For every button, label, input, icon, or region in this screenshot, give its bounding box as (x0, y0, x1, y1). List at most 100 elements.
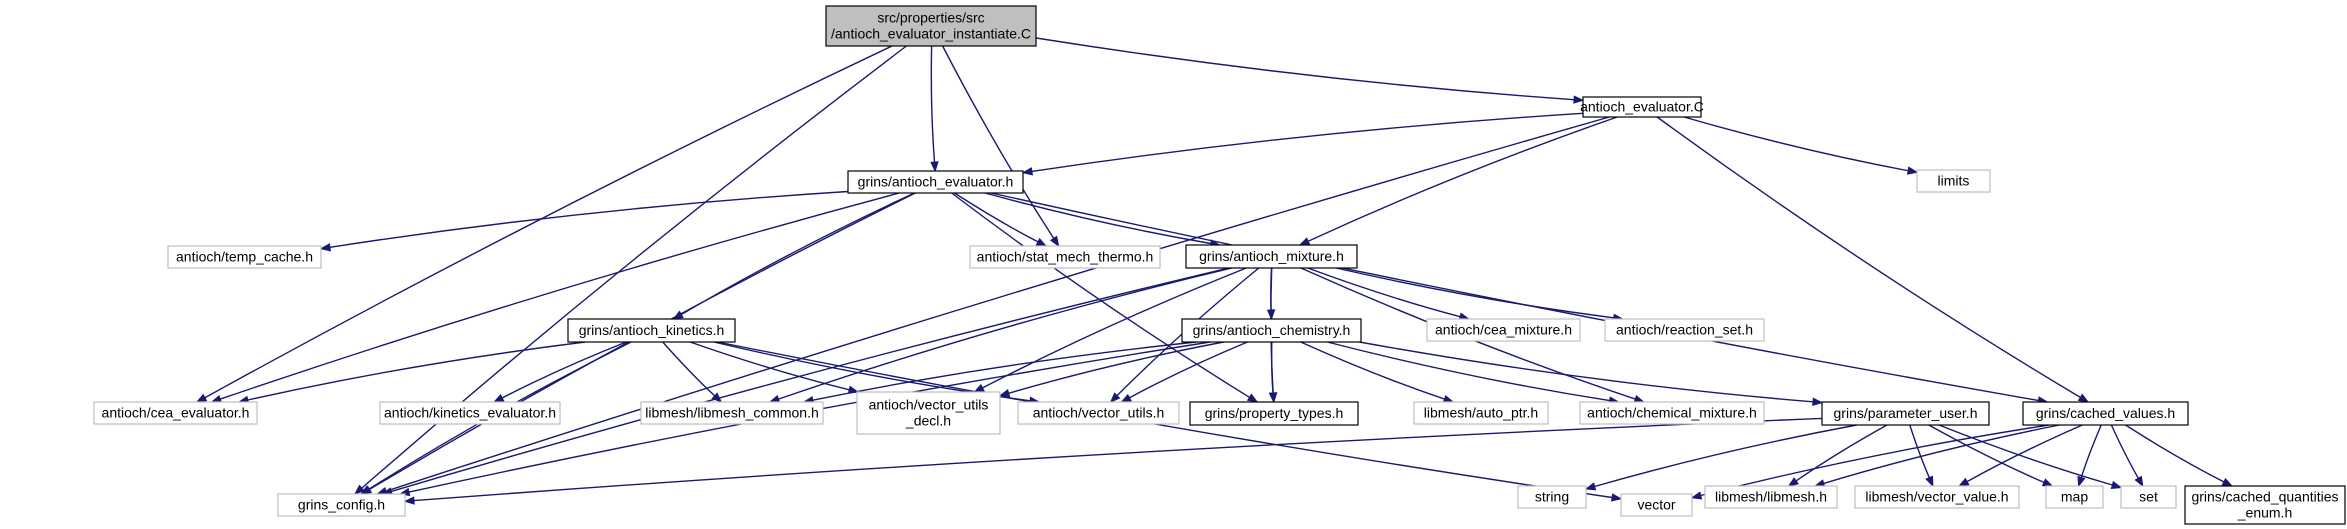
arrowhead-root-to-antioch_cea_evaluator_h (195, 393, 208, 403)
edge-grins_antioch_evaluator_h-to-grins_cached_values_h (990, 192, 2039, 402)
node-antioch_vector_utils_h: antioch/vector_utils.h (1017, 401, 1180, 425)
node-label-map-0: map (2061, 489, 2088, 505)
edge-grins_antioch_kinetics_h-to-libmesh_libmesh_common_h (662, 341, 716, 397)
arrowhead-grins_antioch_mixture_h-to-antioch_vector_utils_h (1109, 392, 1121, 403)
edge-grins_cached_values_h-to-map (2080, 424, 2102, 478)
edge-grins_cached_values_h-to-libmesh_vector_value_h (1966, 424, 2083, 483)
node-grins_config_h: grins_config.h (277, 493, 406, 517)
node-grins_cached_quantities_enum_h[interactable]: grins/cached_quantities_enum.h (2184, 485, 2346, 525)
edge-grins_parameter_user_h-to-set (1938, 424, 2113, 486)
arrowhead-grins_antioch_chemistry_h-to-grins_parameter_user_h (1812, 397, 1824, 406)
node-label-antioch_reaction_set_h-0: antioch/reaction_set.h (1616, 322, 1753, 338)
arrowhead-grins_parameter_user_h-to-map (2041, 478, 2054, 487)
node-antioch_cea_mixture_h: antioch/cea_mixture.h (1426, 318, 1581, 342)
arrowhead-grins_antioch_chemistry_h-to-antioch_vector_utils_h (1120, 393, 1132, 403)
node-box-libmesh_libmesh_common_h (640, 401, 824, 425)
edge-root-to-antioch_evaluator_C (1035, 37, 1575, 101)
node-antioch_cea_evaluator_h: antioch/cea_evaluator.h (93, 401, 258, 425)
arrowhead-root-to-antioch_stat_mech_thermo_h (1049, 235, 1060, 248)
node-label-antioch_vector_utils_decl_h-0: antioch/vector_utils (869, 397, 989, 413)
node-box-antioch_temp_cache_h (167, 245, 322, 269)
edge-grins_antioch_mixture_h-to-antioch_reaction_set_h (1335, 267, 1614, 319)
edge-grins_antioch_kinetics_h-to-antioch_cea_evaluator_h (247, 341, 586, 401)
node-label-grins_config_h-0: grins_config.h (298, 497, 385, 513)
edge-grins_antioch_chemistry_h-to-antioch_vector_utils_decl_h (1008, 341, 1224, 394)
arrowhead-grins_cached_values_h-to-set (2134, 475, 2144, 488)
node-box-grins_property_types_h (1189, 401, 1359, 426)
edge-grins_cached_values_h-to-libmesh_libmesh_h (1823, 424, 2060, 485)
node-antioch_stat_mech_thermo_h: antioch/stat_mech_thermo.h (969, 245, 1161, 269)
arrowhead-antioch_evaluator_C-to-limits (1906, 166, 1919, 175)
edge-grins_antioch_chemistry_h-to-libmesh_auto_ptr_h (1300, 341, 1445, 400)
node-box-grins_antioch_evaluator_h (847, 170, 1024, 194)
node-box-grins_cached_values_h (2022, 401, 2189, 426)
node-box-grins_antioch_chemistry_h (1181, 318, 1362, 343)
node-label-grins_antioch_kinetics_h-0: grins/antioch_kinetics.h (579, 322, 725, 338)
node-grins_parameter_user_h[interactable]: grins/parameter_user.h (1821, 401, 1990, 426)
node-grins_cached_values_h[interactable]: grins/cached_values.h (2022, 401, 2189, 426)
node-map: map (2045, 485, 2104, 509)
node-box-libmesh_libmesh_h (1704, 485, 1838, 509)
edge-grins_antioch_chemistry_h-to-grins_property_types_h (1270, 341, 1274, 394)
node-box-grins_config_h (277, 493, 406, 517)
node-box-set (2120, 485, 2177, 509)
edge-antioch_evaluator_C-to-grins_config_h (385, 116, 1610, 492)
node-label-antioch_evaluator_C-0: antioch_evaluator.C (1580, 99, 1704, 115)
node-box-grins_antioch_mixture_h (1185, 244, 1358, 269)
node-label-libmesh_libmesh_h-0: libmesh/libmesh.h (1715, 489, 1827, 505)
node-libmesh_vector_value_h: libmesh/vector_value.h (1854, 485, 2020, 509)
node-root[interactable]: src/properties/src/antioch_evaluator_ins… (825, 5, 1037, 47)
node-label-grins_cached_quantities_enum_h-1: _enum.h (2237, 505, 2292, 521)
arrowhead-grins_antioch_chemistry_h-to-antioch_vector_utils_decl_h (998, 389, 1011, 398)
node-antioch_temp_cache_h: antioch/temp_cache.h (167, 245, 322, 269)
node-grins_antioch_chemistry_h[interactable]: grins/antioch_chemistry.h (1181, 318, 1362, 343)
arrowhead-grins_antioch_evaluator_h-to-antioch_temp_cache_h (319, 243, 331, 252)
node-label-root-1: /antioch_evaluator_instantiate.C (831, 26, 1031, 42)
node-box-grins_parameter_user_h (1821, 401, 1990, 426)
edge-antioch_evaluator_C-to-grins_cached_values_h (1656, 116, 2081, 399)
edge-grins_antioch_mixture_h-to-antioch_cea_mixture_h (1307, 267, 1461, 318)
arrowhead-antioch_evaluator_C-to-grins_antioch_evaluator_h (1021, 167, 1033, 176)
node-antioch_evaluator_C[interactable]: antioch_evaluator.C (1580, 96, 1704, 118)
arrowhead-grins_antioch_kinetics_h-to-grins_config_h (359, 485, 372, 495)
node-label-grins_cached_values_h-0: grins/cached_values.h (2036, 405, 2175, 421)
arrowhead-grins_antioch_evaluator_h-to-antioch_stat_mech_thermo_h (1035, 237, 1048, 247)
node-label-antioch_vector_utils_h-0: antioch/vector_utils.h (1033, 405, 1165, 421)
edge-grins_antioch_mixture_h-to-grins_config_h (391, 267, 1229, 493)
edge-grins_antioch_mixture_h-to-libmesh_libmesh_common_h (778, 267, 1233, 400)
node-antioch_kinetics_evaluator_h: antioch/kinetics_evaluator.h (379, 401, 561, 425)
node-label-grins_antioch_chemistry_h-0: grins/antioch_chemistry.h (1193, 322, 1351, 338)
node-label-grins_antioch_mixture_h-0: grins/antioch_mixture.h (1199, 248, 1344, 264)
node-box-map (2045, 485, 2104, 509)
edge-root-to-antioch_cea_evaluator_h (204, 45, 893, 399)
arrowhead-grins_antioch_kinetics_h-to-vector (1610, 493, 1623, 502)
node-box-antioch_kinetics_evaluator_h (379, 401, 561, 425)
edge-grins_antioch_kinetics_h-to-antioch_vector_utils_decl_h (689, 341, 850, 391)
edge-antioch_evaluator_C-to-grins_antioch_mixture_h (1307, 116, 1618, 242)
node-box-limits (1916, 169, 1991, 193)
node-grins_antioch_mixture_h[interactable]: grins/antioch_mixture.h (1185, 244, 1358, 269)
node-label-string-0: string (1535, 489, 1569, 505)
node-label-antioch_temp_cache_h-0: antioch/temp_cache.h (176, 249, 313, 265)
arrowhead-grins_antioch_chemistry_h-to-grins_property_types_h (1268, 392, 1278, 404)
arrowhead-grins_parameter_user_h-to-libmesh_vector_value_h (1925, 475, 1934, 488)
node-grins_antioch_kinetics_h[interactable]: grins/antioch_kinetics.h (567, 318, 736, 343)
edge-grins_parameter_user_h-to-libmesh_vector_value_h (1909, 424, 1930, 478)
node-grins_property_types_h[interactable]: grins/property_types.h (1189, 401, 1359, 426)
node-grins_antioch_evaluator_h[interactable]: grins/antioch_evaluator.h (847, 170, 1024, 194)
node-label-grins_antioch_evaluator_h-0: grins/antioch_evaluator.h (858, 174, 1014, 190)
node-box-vector (1620, 493, 1693, 517)
arrowhead-root-to-grins_antioch_evaluator_h (930, 161, 939, 173)
arrowhead-grins_parameter_user_h-to-string (1584, 482, 1597, 491)
edge-antioch_evaluator_C-to-limits (1683, 116, 1909, 172)
node-label-grins_property_types_h-0: grins/property_types.h (1205, 405, 1344, 421)
node-antioch_vector_utils_decl_h: antioch/vector_utils_decl.h (856, 391, 1001, 435)
node-limits: limits (1916, 169, 1991, 193)
edge-grins_cached_values_h-to-vector (1700, 424, 2050, 497)
edge-grins_antioch_kinetics_h-to-vector (717, 341, 1613, 499)
arrowhead-grins_cached_values_h-to-map (2077, 475, 2086, 488)
edge-grins_antioch_evaluator_h-to-antioch_temp_cache_h (329, 190, 849, 248)
arrowhead-antioch_evaluator_C-to-grins_antioch_mixture_h (1298, 237, 1311, 246)
node-box-libmesh_auto_ptr_h (1413, 401, 1549, 425)
edge-grins_parameter_user_h-to-string (1594, 424, 1857, 488)
